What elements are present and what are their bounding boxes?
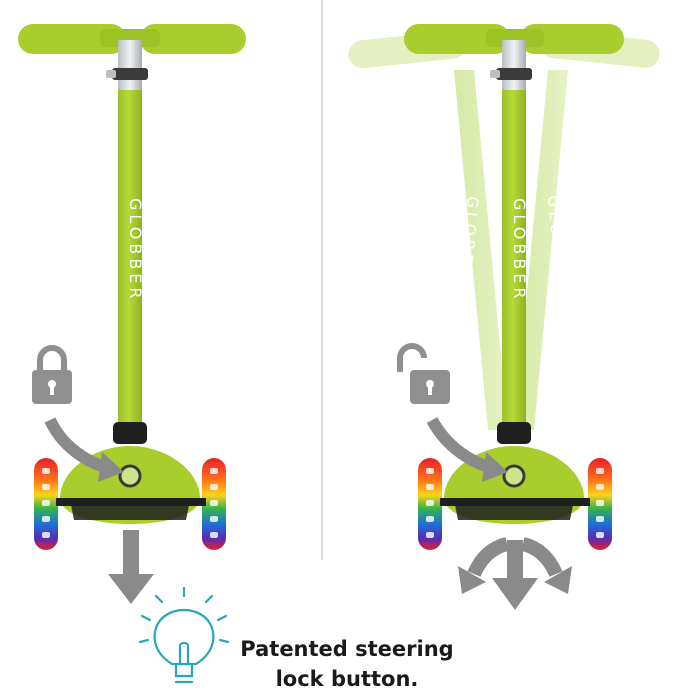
left-scooter-locked: GLOBBER <box>18 24 246 550</box>
lock-button <box>118 464 142 488</box>
right-handlebar-grip <box>140 24 246 54</box>
left-handlebar-grip <box>18 24 126 54</box>
caption-line-1: Patented steering <box>240 637 454 661</box>
ghost-tilt-right: GLOBBER <box>514 30 660 430</box>
svg-text:GLOBBER: GLOBBER <box>510 198 529 303</box>
curved-arrow-icon-right <box>426 416 508 482</box>
lightbulb-icon <box>138 586 230 684</box>
ghost-tilt-left: GLOBBER <box>348 30 508 430</box>
brand-logo: GLOBBER <box>126 198 145 303</box>
locked-padlock-icon <box>32 345 72 404</box>
tri-directional-arrows-icon <box>458 537 572 610</box>
curved-arrow-icon <box>44 417 124 482</box>
unlocked-padlock-icon <box>397 343 450 404</box>
steering-stem <box>118 90 142 430</box>
caption-line-2: lock button. <box>275 667 419 691</box>
right-scooter-unlocked: GLOBBER GLOBBER GLOBBER <box>348 24 660 550</box>
arrow-down-icon <box>108 530 154 604</box>
height-clamp <box>112 68 148 80</box>
t-bar-clamp <box>118 40 142 92</box>
caption: Patented steering lock button. <box>232 634 462 694</box>
